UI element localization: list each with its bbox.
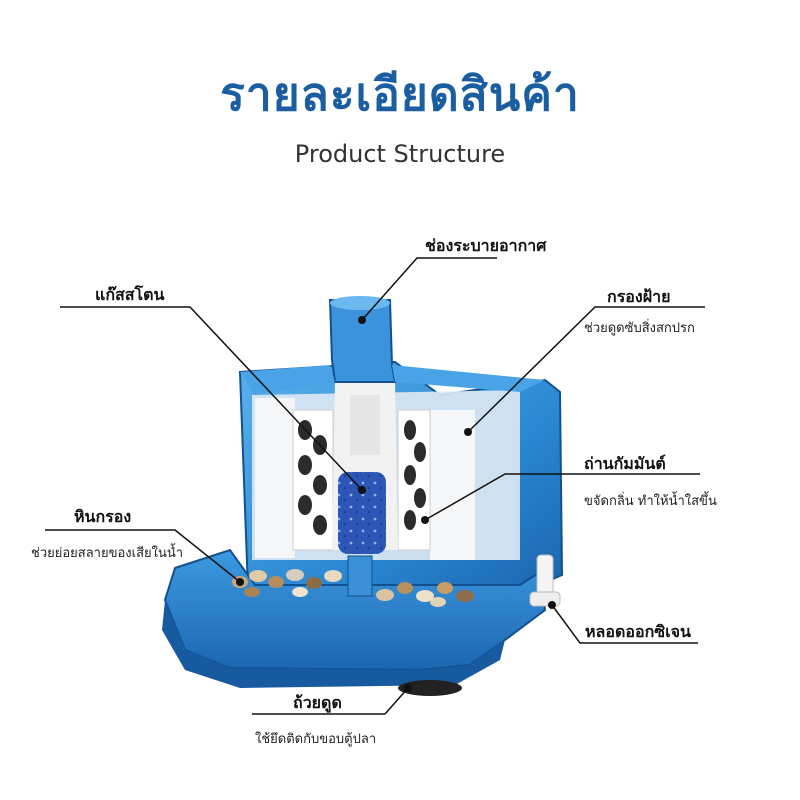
air-vent-spout (328, 299, 397, 383)
suction-cup-label: ถ้วยดูด (293, 693, 342, 712)
suction-cup (398, 680, 462, 696)
sponge-label: กรองฝ้าย (607, 287, 671, 306)
bio-stone-desc: ช่วยย่อยสลายของเสียในน้ำ (31, 546, 184, 561)
filter-tray (162, 548, 547, 688)
oxygen-tube-label: หลอดออกซิเจน (585, 622, 691, 641)
carbon-desc: ขจัดกลิ่น ทำให้น้ำใสขึ้น (584, 494, 717, 509)
suction-cup-desc: ใช้ยึดติดกับขอบตู้ปลา (255, 732, 377, 747)
air-stone-label: แก๊สสโตน (95, 285, 165, 304)
air-vent-label: ช่องระบายอากาศ (425, 236, 547, 255)
sponge-desc: ช่วยดูดซับสิ่งสกปรก (584, 321, 695, 336)
carbon-pellets (298, 420, 426, 535)
leader-lines (45, 257, 705, 715)
carbon-label: ถ่านกัมมันต์ (584, 454, 666, 473)
filter-body (238, 296, 564, 602)
sponge-left (255, 398, 295, 558)
bio-stone-label: หินกรอง (74, 507, 132, 526)
page-subtitle: Product Structure (294, 140, 506, 168)
page-title: รายละเอียดสินค้า (220, 67, 580, 121)
